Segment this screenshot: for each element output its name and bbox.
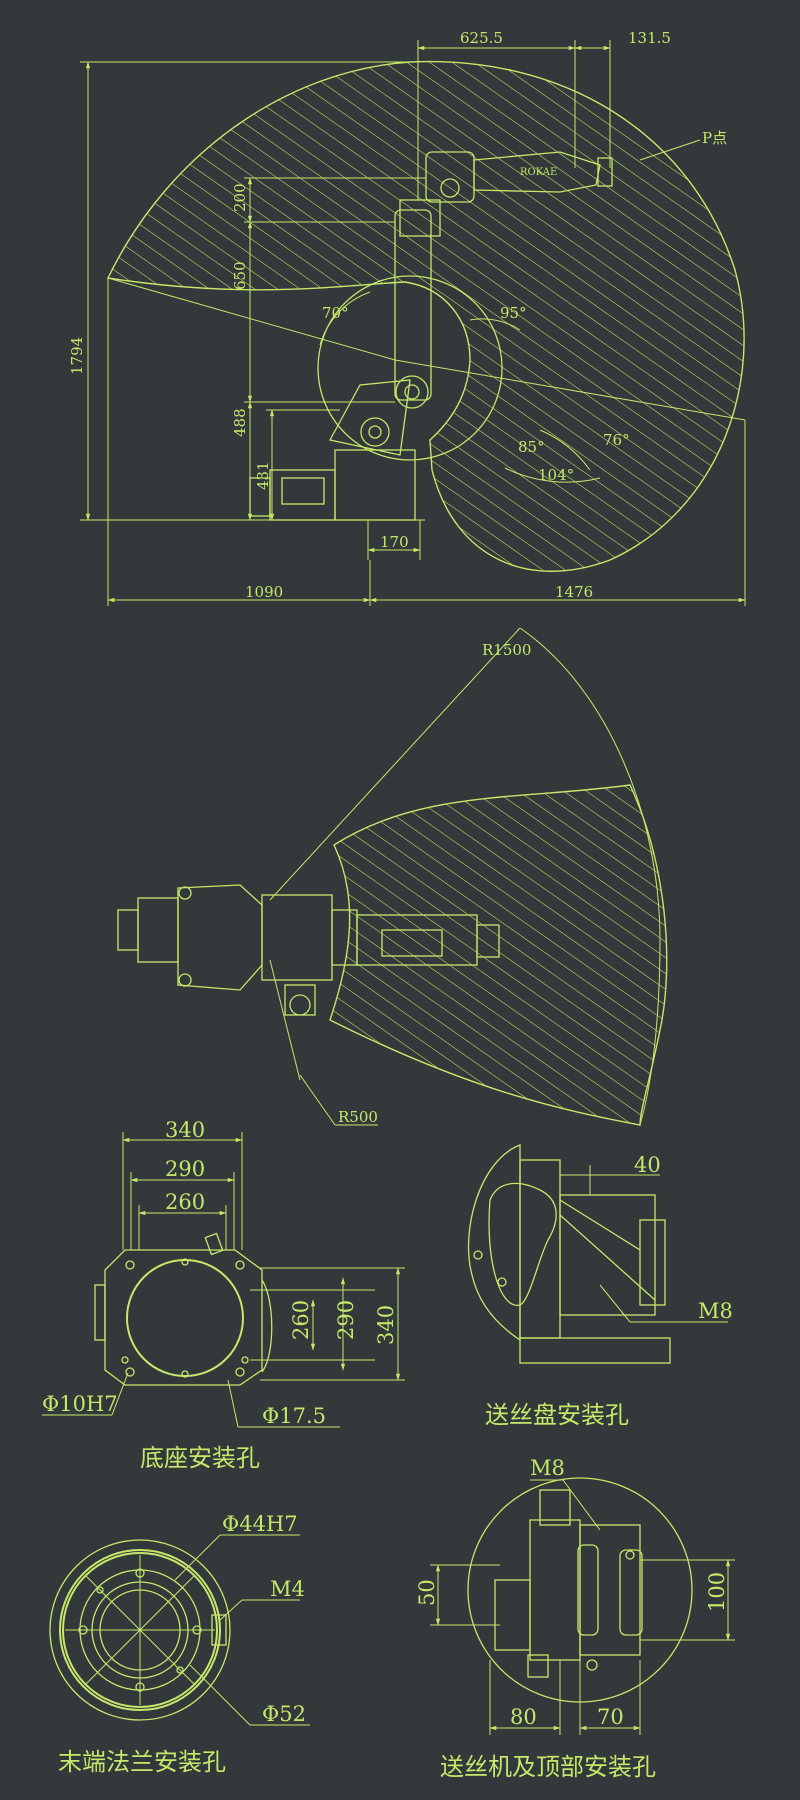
- wire-spool-mount-caption: 送丝盘安装孔: [485, 1401, 629, 1429]
- angle-104: 104°: [538, 466, 574, 484]
- dim-650: 650: [231, 261, 249, 290]
- wire-feeder-mount-diagram: M8 50 100 80 70 送丝机及顶部安装孔: [415, 1456, 735, 1781]
- dim-1794: 1794: [68, 337, 86, 375]
- radius-r500: R500: [338, 1108, 378, 1126]
- angle-70: 70°: [322, 304, 349, 322]
- radius-r1500: R1500: [482, 641, 531, 659]
- spool-thread-label: M8: [698, 1299, 733, 1323]
- robot-side-body: ROKAE: [80, 151, 613, 521]
- dim-131-5: 131.5: [628, 29, 671, 47]
- dim-431: 431: [254, 461, 272, 490]
- end-flange-caption: 末端法兰安装孔: [58, 1748, 226, 1776]
- angle-76: 76°: [603, 431, 630, 449]
- flange-thread-label: M4: [270, 1577, 305, 1601]
- hole-pin-label: Φ10H7: [42, 1392, 118, 1416]
- base-mount-diagram: 340 290 260 260 290 340 Φ10: [42, 1118, 405, 1472]
- dim-290-h: 290: [165, 1157, 205, 1181]
- wire-spool-mount-diagram: 40 M8 送丝盘安装孔: [468, 1144, 733, 1429]
- dim-260-v: 260: [289, 1300, 313, 1340]
- side-work-envelope: [106, 60, 745, 572]
- hole-bolt-label: Φ17.5: [262, 1404, 326, 1428]
- dim-50: 50: [415, 1579, 439, 1606]
- wire-feeder-mount-caption: 送丝机及顶部安装孔: [440, 1753, 656, 1781]
- dim-200: 200: [231, 183, 249, 212]
- flange-dia-label: Φ52: [262, 1702, 306, 1726]
- point-p-label: P点: [702, 129, 727, 147]
- dim-488: 488: [231, 408, 249, 437]
- dim-340-h: 340: [165, 1118, 205, 1142]
- dim-100: 100: [705, 1572, 729, 1612]
- base-mount-caption: 底座安装孔: [140, 1444, 260, 1472]
- side-view-diagram: ROKAE 625.5 131.5 P点 1794 200 650 488 43…: [68, 29, 746, 606]
- feeder-thread-label: M8: [530, 1456, 565, 1480]
- dim-340-v: 340: [374, 1305, 398, 1345]
- angle-85: 85°: [518, 438, 545, 456]
- dim-290-v: 290: [334, 1300, 358, 1340]
- dim-1090: 1090: [245, 583, 283, 601]
- dim-80: 80: [510, 1705, 537, 1729]
- angle-95: 95°: [500, 304, 527, 322]
- dim-1476: 1476: [555, 583, 593, 601]
- flange-fit-label: Φ44H7: [222, 1512, 298, 1536]
- dim-170: 170: [380, 533, 409, 551]
- arm-brand-text: ROKAE: [520, 167, 557, 178]
- top-view-diagram: R1500 R500: [117, 627, 668, 1126]
- inner-reach-circle: [317, 275, 503, 461]
- robot-top-body: [117, 884, 500, 1016]
- dim-260-h: 260: [165, 1190, 205, 1214]
- dim-40: 40: [634, 1153, 661, 1177]
- dim-625-5: 625.5: [460, 29, 503, 47]
- end-flange-diagram: Φ44H7 M4 Φ52 末端法兰安装孔: [49, 1512, 310, 1776]
- base-plate: [94, 1232, 273, 1386]
- dim-70: 70: [597, 1705, 624, 1729]
